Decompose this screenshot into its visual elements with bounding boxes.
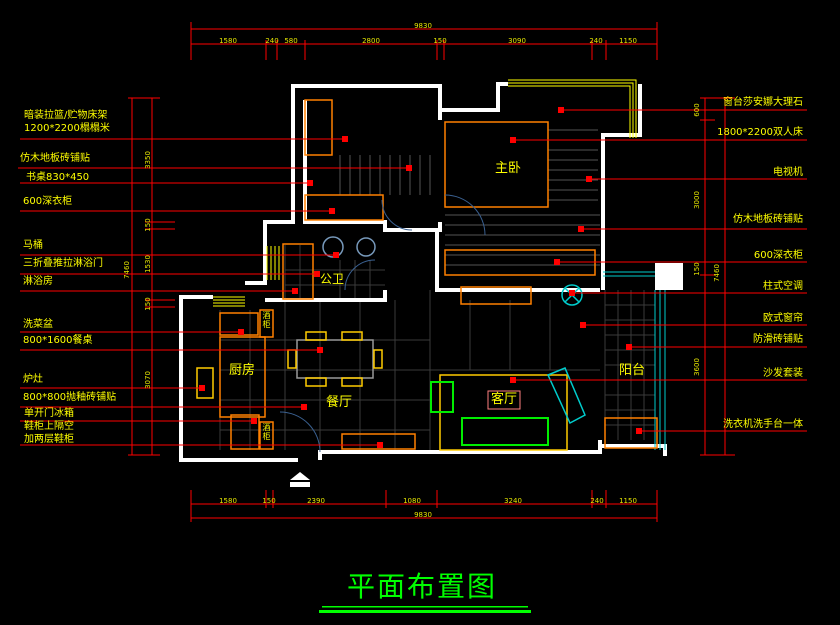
callout-right: 洗衣机洗手台一体 (723, 419, 803, 430)
kitchen-counter (219, 336, 266, 418)
callout-left: 800*1600餐桌 (23, 335, 93, 346)
dim-top: 1580 (219, 37, 237, 45)
dim-left-total: 7460 (123, 261, 131, 279)
sofa-set (430, 381, 549, 446)
callout-left: 600深衣柜 (23, 196, 73, 207)
dim-top-total: 9830 (414, 22, 432, 30)
dim-top: 240 (265, 37, 279, 45)
dim-bottom: 1080 (403, 497, 421, 505)
callout-left: 洗菜盆 (23, 319, 53, 330)
balcony-glass (603, 271, 666, 450)
callout-left: 马桶 (23, 240, 43, 251)
callout-left: 加两层鞋柜 (24, 434, 74, 445)
dim-right-total: 7460 (713, 264, 721, 282)
room-kitchen: 厨房 (229, 363, 256, 378)
callout-right: 窗台莎安娜大理石 (723, 97, 803, 108)
dim-left: 1530 (144, 255, 152, 273)
callout-left: 书桌830*450 (26, 172, 90, 183)
entrance-arrow-icon (290, 472, 310, 480)
dim-top: 150 (433, 37, 447, 45)
ac-unit-symbol (561, 284, 583, 306)
callout-right: 防滑砖铺贴 (753, 334, 803, 345)
callout-left: 仿木地板砖铺贴 (20, 153, 90, 164)
dim-left: 150 (144, 297, 152, 311)
leader-lines (18, 109, 807, 446)
dim-bottom: 240 (590, 497, 604, 505)
callout-right: 电视机 (773, 167, 803, 178)
callout-right: 欧式窗帘 (763, 313, 803, 324)
wine-cabinet-2 (259, 421, 274, 450)
dim-top: 2800 (362, 37, 380, 45)
leader-dots (199, 107, 642, 448)
dim-bottom: 1580 (219, 497, 237, 505)
callout-right: 1800*2200双人床 (717, 127, 803, 138)
wine-cabinet-1 (259, 309, 274, 338)
wine-cabinet-label: 酒柜 (262, 311, 271, 329)
callout-right: 柱式空调 (763, 281, 803, 292)
wood-floor-hatch (339, 129, 600, 266)
dim-left: 150 (144, 218, 152, 232)
dimension-lines (128, 22, 735, 522)
callout-right: 仿木地板砖铺贴 (733, 214, 803, 225)
callout-left: 鞋柜上隔空 (24, 421, 74, 432)
callout-right: 600深衣柜 (753, 250, 803, 261)
drawing-title: 平面布置图 (347, 570, 498, 603)
callout-right: 沙发套装 (763, 368, 803, 379)
room-bathroom: 公卫 (320, 272, 345, 286)
callout-left: 800*800抛釉砖铺贴 (23, 392, 117, 403)
dim-top: 240 (589, 37, 603, 45)
stove (196, 367, 214, 399)
shower (282, 243, 314, 300)
dim-right: 3000 (693, 191, 701, 209)
dim-left: 3350 (144, 151, 152, 169)
armchair (546, 367, 586, 425)
dim-bottom: 2390 (307, 497, 325, 505)
room-master-bedroom: 主卧 (495, 161, 522, 176)
dim-right: 600 (693, 103, 701, 117)
dim-bottom-total: 9830 (414, 511, 432, 519)
storage-bed-frame (304, 99, 333, 156)
callout-left: 三折叠推拉淋浴门 (23, 258, 103, 269)
dim-top: 580 (284, 37, 298, 45)
tv-cabinet (460, 286, 532, 305)
doors (279, 194, 486, 453)
callout-left: 暗装拉篮/贮物床架 (24, 110, 108, 121)
dim-bottom: 1150 (619, 497, 637, 505)
room-dining: 餐厅 (326, 395, 353, 410)
room-living: 客厅 (491, 392, 518, 407)
washbasin (356, 237, 376, 257)
dim-bottom: 150 (262, 497, 276, 505)
room-balcony: 阳台 (619, 363, 646, 378)
bed (444, 121, 549, 208)
callout-left: 淋浴房 (23, 276, 53, 287)
washer-unit (604, 417, 658, 449)
dim-right: 3600 (693, 358, 701, 376)
fridge (230, 414, 260, 450)
wine-cabinet-label: 酒柜 (262, 423, 271, 441)
callout-left: 1200*2200榻榻米 (24, 123, 110, 134)
callout-left: 炉灶 (23, 374, 43, 385)
dim-top: 1150 (619, 37, 637, 45)
air-conditioner-box (655, 263, 683, 290)
dim-bottom: 3240 (504, 497, 522, 505)
dim-top: 3090 (508, 37, 526, 45)
dim-left: 3070 (144, 371, 152, 389)
wardrobe-second (304, 194, 384, 221)
windows (213, 79, 637, 307)
shoe-cabinet (341, 433, 416, 450)
callout-left: 单开门冰箱 (24, 408, 74, 419)
title-underline (319, 606, 531, 613)
dim-right: 150 (693, 262, 701, 276)
